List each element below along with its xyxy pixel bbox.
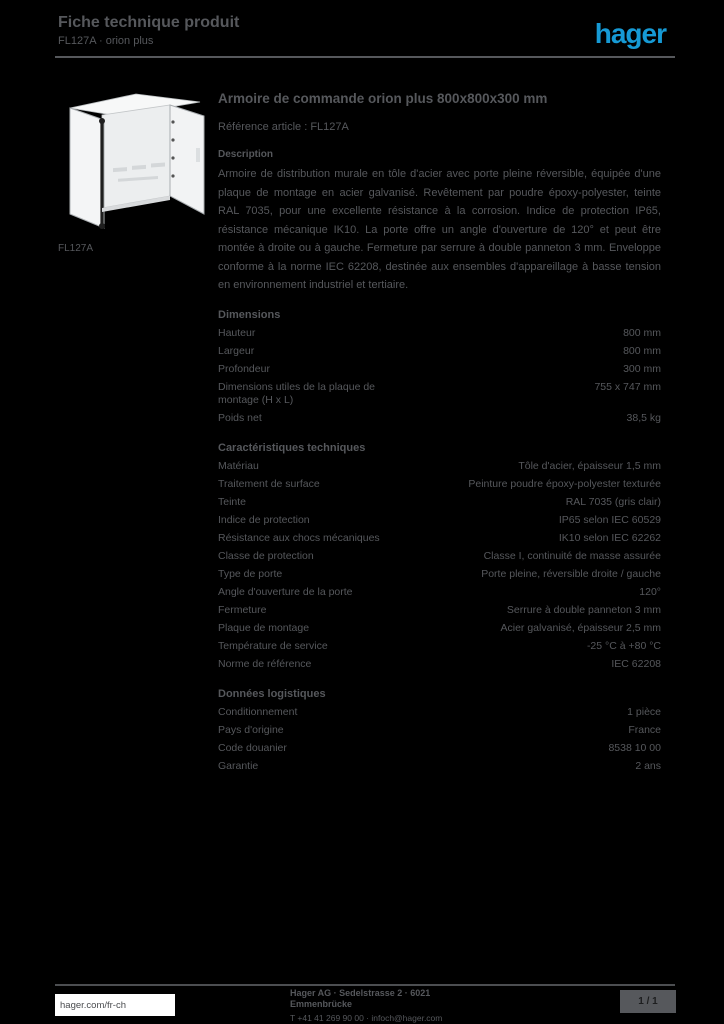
spec-section-title: Données logistiques — [218, 687, 326, 700]
main-column: Armoire de commande orion plus 800x800x3… — [218, 90, 661, 776]
spec-label: Indice de protection — [218, 514, 310, 526]
spec-value: Peinture poudre époxy-polyester texturée — [468, 478, 661, 490]
spec-value: -25 °C à +80 °C — [586, 640, 661, 652]
spec-value: 755 x 747 mm — [594, 381, 661, 393]
header-title: Fiche technique produit — [58, 14, 240, 31]
spec-row: Plaque de montage Acier galvanisé, épaiss… — [218, 620, 661, 638]
enclosure-interior — [101, 104, 171, 209]
enclosure-top — [69, 93, 201, 117]
spec-label: Teinte — [218, 496, 247, 508]
spec-value: 800 mm — [623, 327, 661, 339]
spec-value: 300 mm — [623, 363, 661, 375]
spec-value: 120° — [639, 586, 661, 598]
spec-row: Fermeture Serrure à double panneton 3 mm — [218, 602, 661, 620]
spec-label: Hauteur — [218, 327, 256, 339]
spec-row: Dimensions utiles de la plaque de montag… — [218, 379, 661, 410]
spec-row: Indice de protection IP65 selon IEC 60529 — [218, 512, 661, 530]
description-heading: Description — [218, 149, 274, 160]
spec-row: Traitement de surface Peinture poudre épo… — [218, 476, 661, 494]
footer-company-name: Hager AG · Sedelstrasse 2 · 6021 Emmenbr… — [290, 988, 431, 1009]
spec-value: 800 mm — [623, 345, 661, 357]
spec-row: Température de service -25 °C à +80 °C — [218, 638, 661, 656]
spec-row: Type de porte Porte pleine, réversible dr… — [218, 566, 661, 584]
product-image — [69, 93, 205, 229]
spec-row: Conditionnement 1 pièce — [218, 704, 661, 722]
spec-label: Type de porte — [218, 568, 283, 580]
spec-value: RAL 7035 (gris clair) — [565, 496, 661, 508]
spec-label: Fermeture — [218, 604, 267, 616]
spec-label: Code douanier — [218, 742, 287, 754]
spec-value: Classe I, continuité de masse assurée — [483, 550, 661, 562]
spec-row: Hauteur 800 mm — [218, 325, 661, 343]
spec-value: IEC 62208 — [611, 658, 661, 670]
spec-value: 8538 10 00 — [608, 742, 661, 754]
product-title: Armoire de commande orion plus 800x800x3… — [218, 91, 548, 106]
spec-value: 38,5 kg — [626, 412, 661, 424]
header-subtitle: FL127A · orion plus — [58, 35, 154, 47]
spec-label: Dimensions utiles de la plaque de montag… — [218, 381, 376, 406]
spec-row: Angle d'ouverture de la porte 120° — [218, 584, 661, 602]
spec-label: Norme de référence — [218, 658, 312, 670]
spec-row: Poids net 38,5 kg — [218, 410, 661, 428]
description-text: Armoire de distribution murale en tôle d… — [218, 168, 661, 291]
spec-row: Résistance aux chocs mécaniques IK10 selo… — [218, 530, 661, 548]
spec-section-title: Caractéristiques techniques — [218, 441, 366, 454]
footer-company-contact: T +41 41 269 90 00 · infoch@hager.com — [290, 1013, 443, 1023]
header: Fiche technique produit FL127A · orion p… — [58, 13, 478, 48]
enclosure-right-door — [169, 104, 205, 215]
spec-value: France — [628, 724, 661, 736]
spec-value: Serrure à double panneton 3 mm — [506, 604, 661, 616]
spec-value: Tôle d'acier, épaisseur 1,5 mm — [518, 460, 661, 472]
spec-row: Largeur 800 mm — [218, 343, 661, 361]
spec-row: Pays d'origine France — [218, 722, 661, 740]
footer-page-box: 1 / 1 — [620, 990, 676, 1013]
footer-page-indicator: 1 / 1 — [638, 996, 658, 1007]
spec-value: 2 ans — [635, 760, 661, 772]
footer-divider — [55, 984, 675, 986]
spec-row: Classe de protection Classe I, continuité… — [218, 548, 661, 566]
spec-label: Résistance aux chocs mécaniques — [218, 532, 380, 544]
spec-label: Poids net — [218, 412, 262, 424]
spec-label: Traitement de surface — [218, 478, 320, 490]
product-reference: Référence article : FL127A — [218, 121, 349, 133]
spec-label: Température de service — [218, 640, 328, 652]
spec-label: Profondeur — [218, 363, 270, 375]
spec-value: IP65 selon IEC 60529 — [558, 514, 661, 526]
spec-row: Matériau Tôle d'acier, épaisseur 1,5 mm — [218, 458, 661, 476]
footer-site-link[interactable]: hager.com/fr-ch — [55, 994, 175, 1016]
spec-label: Plaque de montage — [218, 622, 310, 634]
spec-value: 1 pièce — [627, 706, 661, 718]
footer-company: Hager AG · Sedelstrasse 2 · 6021 Emmenbr… — [290, 988, 475, 1024]
spec-label: Conditionnement — [218, 706, 298, 718]
spec-row: Profondeur 300 mm — [218, 361, 661, 379]
spec-label: Matériau — [218, 460, 259, 472]
spec-row: Norme de référence IEC 62208 — [218, 656, 661, 674]
enclosure-left-door — [69, 107, 105, 229]
spec-row: Garantie 2 ans — [218, 758, 661, 776]
spec-row: Teinte RAL 7035 (gris clair) — [218, 494, 661, 512]
spec-value: Acier galvanisé, épaisseur 2,5 mm — [500, 622, 662, 634]
hager-logo: hager — [594, 18, 667, 49]
spec-label: Pays d'origine — [218, 724, 284, 736]
spec-label: Largeur — [218, 345, 255, 357]
spec-value: IK10 selon IEC 62262 — [558, 532, 661, 544]
product-ref-caption: FL127A — [58, 243, 94, 254]
spec-section-title: Dimensions — [218, 308, 281, 321]
spec-row: Code douanier 8538 10 00 — [218, 740, 661, 758]
spec-label: Garantie — [218, 760, 259, 772]
spec-label: Angle d'ouverture de la porte — [218, 586, 353, 598]
spec-value: Porte pleine, réversible droite / gauche — [481, 568, 661, 580]
spec-label: Classe de protection — [218, 550, 314, 562]
header-divider — [55, 56, 675, 58]
